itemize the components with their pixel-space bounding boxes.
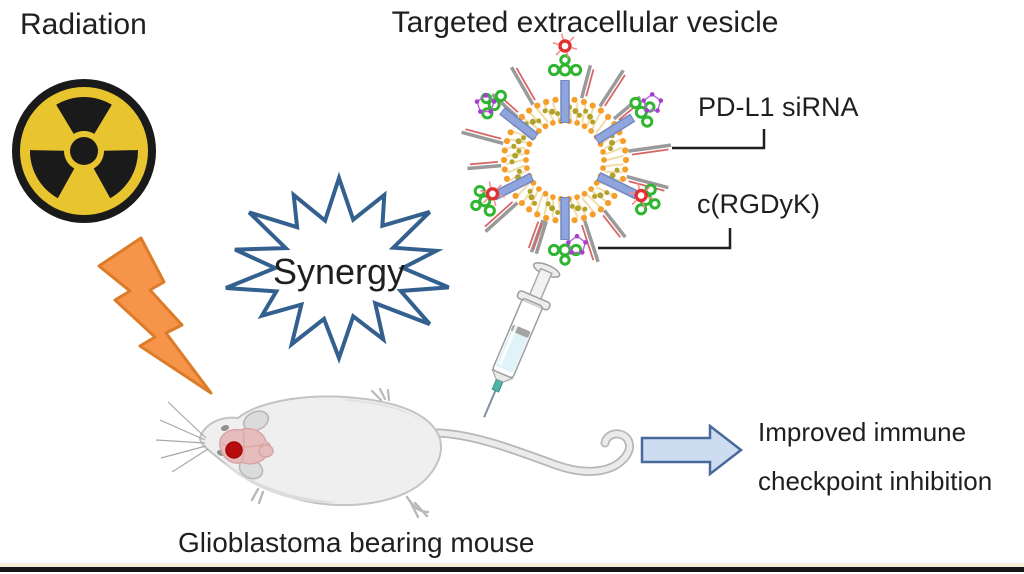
synergy-starburst-shape [225,171,450,364]
extracellular-vesicle-illustration [461,33,672,266]
synergy-label: Synergy [272,251,406,292]
crgdyk-label: c(RGDyK) [697,189,820,219]
tumor-spot [225,441,243,459]
pdl1-connector-line [672,129,766,150]
mouse-whiskers [155,401,209,473]
radiation-trefoil-icon [12,79,156,223]
outcome-label: Improved immune checkpoint inhibition [758,408,992,506]
pdl1-sirna-label: PD-L1 siRNA [698,92,859,122]
syringe-liquid [495,330,529,374]
mouse-paw [370,387,391,402]
crgdyk-connector-line [598,228,732,250]
syringe-barrel [492,298,543,379]
bottom-beige-strip [0,563,1024,567]
brain-with-tumor [219,428,274,465]
mouse-eye [220,425,230,431]
bottom-black-bar [0,567,1024,572]
glioblastoma-mouse-illustration [155,387,634,519]
mouse-ear [242,410,270,432]
outcome-line1: Improved immune [758,417,967,447]
right-block-arrow-icon [640,423,744,477]
lightning-bolt-icon [97,236,213,395]
mouse-caption: Glioblastoma bearing mouse [178,527,535,558]
mouse-hind-foot [250,487,430,519]
radiation-label: Radiation [20,8,147,41]
syringe-icon [483,262,561,418]
outcome-line2: checkpoint inhibition [758,466,993,496]
syringe-needle [483,390,497,418]
diagram-title: Targeted extracellular vesicle [391,6,779,39]
